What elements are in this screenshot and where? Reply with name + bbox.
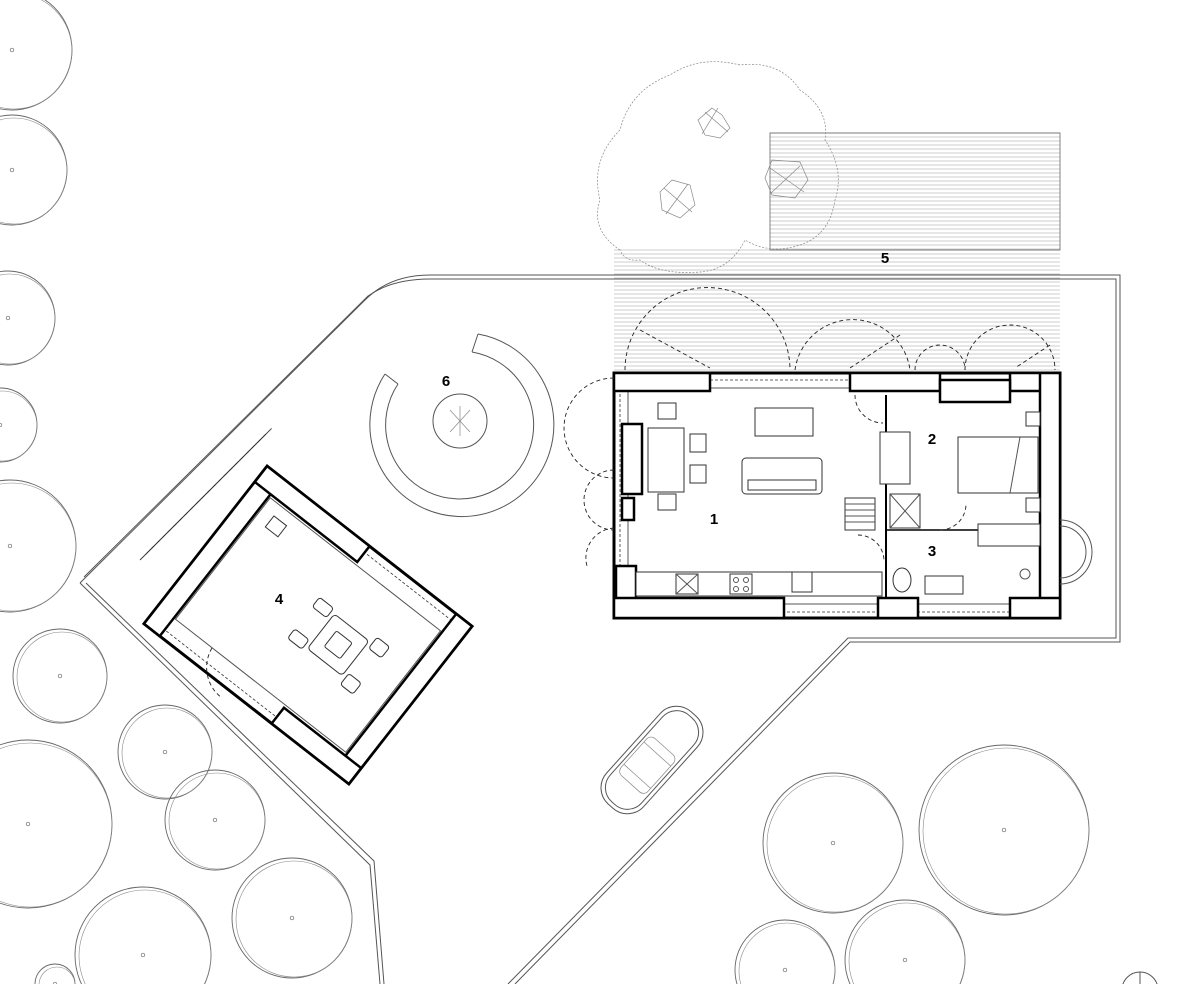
trees (0, 0, 1090, 984)
shrub-group (597, 61, 839, 273)
wardrobe (977, 523, 1041, 547)
tree-icon (0, 739, 113, 909)
tree-icon (659, 179, 696, 219)
deck (614, 132, 1061, 371)
tree-icon (0, 114, 68, 226)
tree-icon (764, 159, 809, 199)
wall-segment (848, 371, 942, 393)
dining-table (647, 427, 685, 493)
tree-icon (734, 919, 836, 984)
wall-segment (612, 596, 786, 620)
tree-icon (0, 479, 77, 613)
tree-icon (0, 387, 38, 463)
garage-fence (139, 428, 272, 561)
room-labels: 1 2 3 4 5 6 (275, 250, 936, 608)
closet (879, 431, 911, 485)
window (620, 496, 636, 522)
wall-segment (269, 705, 363, 786)
room-label-bedroom: 2 (928, 431, 936, 448)
chair (689, 433, 707, 453)
tree-icon (697, 107, 731, 139)
room-label-living: 1 (710, 511, 718, 528)
cooktop (729, 573, 753, 595)
tree-icon (0, 270, 56, 366)
chair (657, 493, 677, 511)
room-label-garage: 4 (275, 591, 284, 608)
main-house (563, 371, 1093, 620)
wall-segment (876, 596, 920, 620)
room-label-bathroom: 3 (928, 543, 936, 560)
tree-icon (0, 0, 73, 111)
coffee-table (754, 407, 814, 437)
wall-segment (1008, 596, 1062, 620)
wall-segment (938, 378, 1012, 404)
tree-icon (12, 628, 108, 724)
garage-door-swing (206, 647, 223, 699)
wall-segment (1038, 371, 1062, 620)
chair (689, 464, 707, 484)
stair (844, 497, 876, 531)
north-arrow-icon (1122, 971, 1158, 984)
kitchen-counter (635, 571, 883, 597)
kitchen-sink (791, 571, 813, 593)
tree-icon (762, 772, 904, 914)
car-icon (600, 705, 704, 815)
bed (957, 436, 1039, 494)
nightstand (1025, 411, 1041, 427)
nightstand (1025, 497, 1041, 513)
tractor-icon (288, 597, 390, 694)
tree-icon (117, 704, 213, 800)
toilet (892, 567, 912, 593)
bath-sink (924, 575, 964, 595)
shower-drain (1019, 568, 1031, 580)
firepit (369, 333, 555, 518)
sofa-cushion (747, 479, 817, 491)
tree-icon (231, 857, 353, 979)
deck-door-swings (624, 287, 1056, 371)
chair (657, 402, 677, 420)
wall-segment (142, 464, 285, 638)
tree-icon (34, 963, 76, 984)
room-label-firepit: 6 (442, 373, 450, 390)
window (620, 422, 644, 496)
fire-bowl (432, 393, 488, 449)
tree-icon (164, 769, 266, 871)
utility-sink (264, 515, 288, 538)
tree-icon (918, 744, 1090, 916)
tree-icon (844, 899, 966, 984)
tree-icon (74, 886, 212, 984)
site-boundary (79, 274, 1121, 984)
wall-segment (612, 371, 712, 393)
wall-segment (253, 464, 372, 564)
room-label-deck: 5 (881, 250, 889, 267)
garage (141, 464, 475, 786)
